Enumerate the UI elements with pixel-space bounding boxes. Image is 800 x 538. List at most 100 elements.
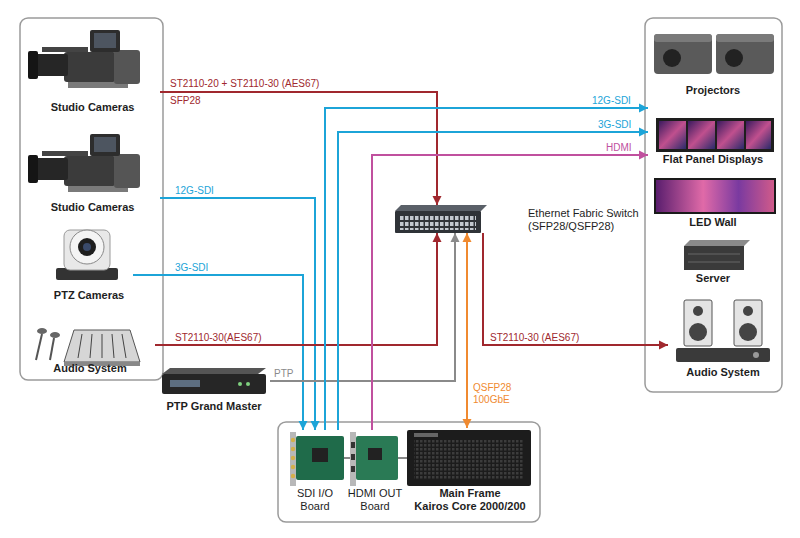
node-label: SDI I/O Board xyxy=(286,487,344,513)
output-group-box xyxy=(645,18,782,392)
main-frame-icon xyxy=(407,430,531,486)
audio-mixer-icon xyxy=(36,328,140,366)
signal-label: 12G-SDI xyxy=(592,95,631,107)
panel-frame xyxy=(656,118,774,152)
node-label: HDMI OUT Board xyxy=(346,487,404,513)
node-label: PTZ Cameras xyxy=(45,289,133,302)
connector-line xyxy=(133,275,303,430)
projector-body xyxy=(654,34,712,74)
ptp-top xyxy=(162,368,266,374)
speaker-box xyxy=(734,300,762,346)
signal-connector xyxy=(155,233,442,345)
node-label: Ethernet Fabric Switch (SFP28/QSFP28) xyxy=(528,207,648,233)
connector-line xyxy=(466,233,468,428)
camera-back xyxy=(114,154,140,188)
ptz-camera-node: PTZ Cameras xyxy=(45,220,133,303)
mic-head xyxy=(50,332,60,338)
ptp-master-icon xyxy=(162,368,266,394)
mixer-body xyxy=(64,330,140,362)
arrow-head xyxy=(639,151,648,160)
server-node: Server xyxy=(648,236,778,286)
board-chip xyxy=(312,448,328,462)
led-wall-icon xyxy=(654,178,776,214)
frame-group-box xyxy=(278,422,540,522)
mixer-fader xyxy=(112,334,114,358)
hdmi-board-icon xyxy=(350,432,398,486)
panel-screen xyxy=(688,121,715,149)
node-label: Projectors xyxy=(648,84,778,97)
ptz-camera-icon xyxy=(56,230,118,280)
projector-lens xyxy=(725,49,743,67)
arrow-head xyxy=(463,233,472,242)
sdi-connector xyxy=(291,465,295,469)
node-label: Audio System xyxy=(668,366,778,379)
node-label: Server xyxy=(648,272,778,285)
arrow-head xyxy=(433,233,442,242)
arrow-head xyxy=(639,104,648,113)
panel-screen xyxy=(717,121,744,149)
arrow-head xyxy=(433,196,442,205)
sdi-connector xyxy=(291,456,295,460)
mic-head xyxy=(37,328,47,334)
ptp-front xyxy=(162,374,266,394)
frame-badge xyxy=(414,433,438,437)
camera-body xyxy=(64,156,116,186)
mixer-fader xyxy=(78,334,82,358)
board-bracket xyxy=(350,432,356,486)
camera-handle xyxy=(42,47,88,52)
viewfinder-screen xyxy=(94,33,116,48)
viewfinder-screen xyxy=(94,137,116,152)
camera-handle xyxy=(42,151,88,156)
ptz-yoke xyxy=(64,230,110,270)
speaker-cone xyxy=(689,323,707,341)
display-node: Projectors xyxy=(648,26,778,112)
main-frame-node: Main FrameKairos Core 2000/200 xyxy=(406,428,534,516)
frame-grille xyxy=(414,440,524,480)
signal-label: 3G-SDI xyxy=(598,119,631,131)
switch-front xyxy=(395,211,481,233)
node-label: Kairos Core 2000/200 xyxy=(406,500,534,513)
sdi-connector xyxy=(291,474,295,478)
server-icon xyxy=(684,240,750,270)
board-cable xyxy=(398,457,407,459)
camera-viewfinder xyxy=(90,134,120,156)
node-label: Flat Panel Displays xyxy=(648,153,778,166)
connector-line xyxy=(338,132,648,430)
camera-lens xyxy=(34,158,68,180)
ptz-lens xyxy=(78,238,96,256)
studio-camera-icon xyxy=(28,134,140,192)
node-label: LED Wall xyxy=(648,216,778,229)
speaker-box xyxy=(684,300,712,346)
sdi-board-icon xyxy=(290,432,344,486)
arrow-head xyxy=(463,419,472,428)
camera-body xyxy=(64,52,116,82)
node-label: Main Frame xyxy=(406,487,534,500)
connector-line xyxy=(155,233,437,345)
panel-screen xyxy=(659,121,686,149)
server-slot xyxy=(688,254,740,255)
sdi-connector xyxy=(291,447,295,451)
camera-node: Studio Cameras xyxy=(25,28,160,116)
connector-line xyxy=(270,233,455,381)
speaker-cone xyxy=(743,306,753,316)
projector-top xyxy=(716,34,774,42)
signal-connector xyxy=(463,233,472,428)
hdmi-connector xyxy=(351,442,355,448)
camera-back xyxy=(114,50,140,84)
arrow-head xyxy=(451,233,460,242)
connector-line xyxy=(160,92,437,205)
display-node: Flat Panel Displays xyxy=(648,116,778,172)
board-bracket xyxy=(290,432,296,486)
signal-connector xyxy=(372,151,648,431)
studio-camera-icon xyxy=(28,30,140,88)
ptp-led xyxy=(238,382,242,386)
speaker-icon xyxy=(676,300,770,362)
node-label: PTP Grand Master xyxy=(158,400,270,413)
projector-top xyxy=(654,34,712,42)
mic-stand xyxy=(50,338,54,360)
flat-panel-icon xyxy=(656,118,774,152)
amplifier-box xyxy=(676,348,770,362)
camera-viewfinder xyxy=(90,30,120,52)
server-slot xyxy=(688,262,740,263)
